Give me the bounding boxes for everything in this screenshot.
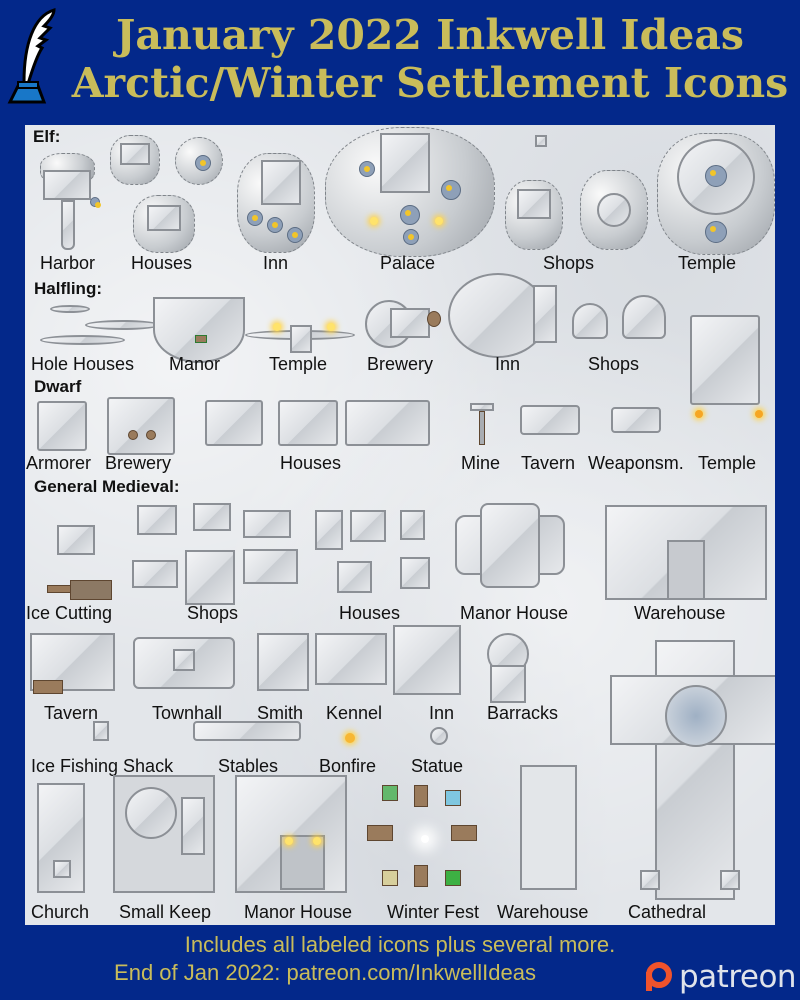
- label-medieval-cathedral: Cathedral: [628, 902, 707, 922]
- label-elf-harbor: Harbor: [40, 253, 96, 273]
- label-elf-palace: Palace: [380, 253, 436, 273]
- label-medieval-small-keep: Small Keep: [119, 902, 212, 922]
- label-medieval-winter-fest: Winter Fest: [387, 902, 480, 922]
- patreon-wordmark: patreon: [679, 959, 797, 995]
- label-medieval-smith: Smith: [257, 703, 304, 723]
- label-medieval-houses: Houses: [339, 603, 401, 623]
- quill-inkwell-icon: [7, 7, 56, 104]
- footer-patreon-link[interactable]: End of Jan 2022: patreon.com/InkwellIdea…: [114, 960, 536, 985]
- elf-small-extra-icon: [535, 135, 547, 147]
- section-heading-medieval: General Medieval:: [34, 477, 180, 496]
- label-elf-inn: Inn: [263, 253, 289, 273]
- label-elf-shops: Shops: [543, 253, 595, 273]
- label-medieval-shops: Shops: [187, 603, 239, 623]
- label-medieval-ice-cutting: Ice Cutting: [26, 603, 113, 623]
- label-dwarf-weaponsmith: Weaponsm.: [588, 453, 684, 473]
- label-medieval-warehouse-2: Warehouse: [497, 902, 589, 922]
- label-halfling-hole-houses: Hole Houses: [31, 354, 135, 374]
- label-medieval-bonfire: Bonfire: [319, 756, 377, 776]
- label-halfling-shops: Shops: [588, 354, 640, 374]
- label-medieval-manor-house-2: Manor House: [244, 902, 353, 922]
- label-medieval-warehouse: Warehouse: [634, 603, 726, 623]
- patreon-badge[interactable]: patreon: [643, 959, 797, 995]
- label-dwarf-brewery: Brewery: [105, 453, 172, 473]
- label-medieval-kennel: Kennel: [326, 703, 383, 723]
- label-medieval-townhall: Townhall: [152, 703, 223, 723]
- footer-line-1: Includes all labeled icons plus several …: [184, 932, 616, 957]
- section-heading-dwarf: Dwarf: [34, 377, 82, 396]
- label-medieval-barracks: Barracks: [487, 703, 559, 723]
- label-medieval-statue: Statue: [411, 756, 464, 776]
- label-dwarf-tavern: Tavern: [521, 453, 576, 473]
- label-halfling-inn: Inn: [495, 354, 521, 374]
- label-halfling-manor: Manor: [169, 354, 221, 374]
- label-dwarf-houses: Houses: [280, 453, 342, 473]
- patreon-logo-icon: [646, 962, 672, 991]
- label-halfling-temple: Temple: [269, 354, 328, 374]
- label-medieval-manor-house: Manor House: [460, 603, 569, 623]
- section-heading-elf: Elf:: [33, 127, 61, 146]
- label-elf-houses: Houses: [131, 253, 193, 273]
- label-medieval-church: Church: [31, 902, 90, 922]
- label-elf-temple: Temple: [678, 253, 737, 273]
- label-dwarf-temple: Temple: [698, 453, 757, 473]
- icon-sheet-panel: Elf:: [25, 125, 775, 925]
- section-heading-halfling: Halfling:: [34, 279, 102, 298]
- label-medieval-ice-fishing-shack: Ice Fishing Shack: [31, 756, 174, 776]
- label-dwarf-armorer: Armorer: [26, 453, 92, 473]
- title-line-1: January 2022 Inkwell Ideas: [115, 11, 744, 59]
- bonfire-icon: [345, 733, 355, 743]
- label-dwarf-mine: Mine: [461, 453, 501, 473]
- label-medieval-inn: Inn: [429, 703, 455, 723]
- label-medieval-tavern: Tavern: [44, 703, 99, 723]
- label-halfling-brewery: Brewery: [367, 354, 434, 374]
- title-line-2: Arctic/Winter Settlement Icons: [71, 59, 789, 107]
- statue-icon: [430, 727, 448, 745]
- label-medieval-stables: Stables: [218, 756, 279, 776]
